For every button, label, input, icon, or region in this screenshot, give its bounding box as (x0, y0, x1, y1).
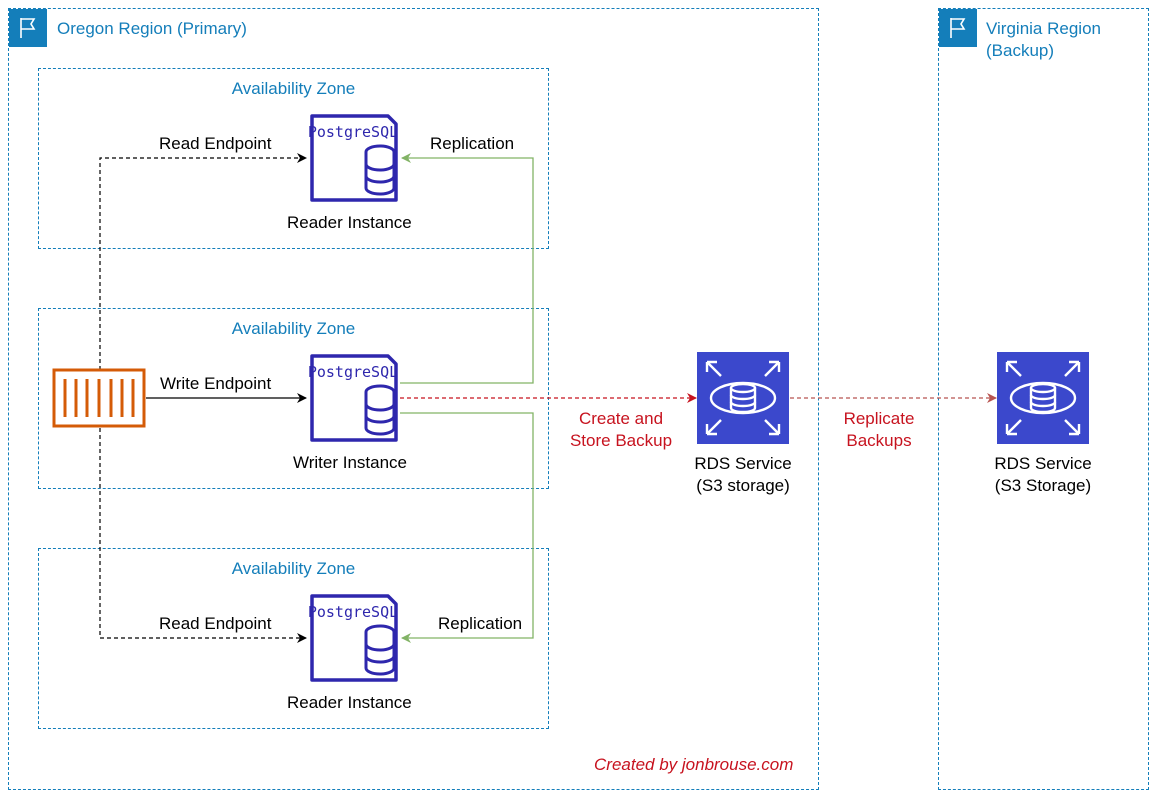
replication-connector (400, 153, 534, 384)
rds-caption: RDS Service (S3 Storage) (973, 453, 1113, 497)
edge-label: Replication (430, 134, 515, 153)
edge-label-line: Backups (846, 431, 912, 450)
region-title: Oregon Region (Primary) (57, 19, 247, 38)
availability-zone: Availability Zone (38, 68, 549, 249)
edge-label: Read Endpoint (159, 134, 272, 153)
region-title: Virginia Region (Backup) (986, 18, 1101, 62)
region-title-line2: (Backup) (986, 41, 1055, 60)
oregon-region: Oregon Region (Primary) (8, 8, 819, 790)
rds-caption: RDS Service (S3 storage) (673, 453, 813, 497)
instance-caption: Reader Instance (287, 213, 412, 232)
credit-text: Created by jonbrouse.com (594, 755, 794, 774)
az-title: Availability Zone (231, 79, 356, 98)
az-title: Availability Zone (231, 319, 356, 338)
availability-zone: Availability Zone (38, 548, 549, 729)
engine-label: PostgreSQL (308, 603, 398, 621)
engine-label: PostgreSQL (308, 363, 398, 381)
rds-icon (697, 352, 789, 444)
engine-label: PostgreSQL (308, 123, 398, 141)
edge-label: Create and Store Backup (556, 408, 686, 452)
flag-icon (939, 9, 977, 47)
rds-caption-line: RDS Service (694, 454, 792, 473)
edge-label-line: Store Backup (569, 431, 673, 450)
edge-label: Replication (438, 614, 523, 633)
instance-caption: Reader Instance (287, 693, 412, 712)
read-endpoint-connector (99, 428, 307, 643)
az-title: Availability Zone (231, 559, 356, 578)
edge-label-line: Create and (578, 409, 664, 428)
virginia-region: Virginia Region (Backup) (938, 8, 1149, 790)
container-icon (52, 368, 146, 428)
postgresql-icon: PostgreSQL (308, 114, 398, 202)
postgresql-icon: PostgreSQL (308, 594, 398, 682)
rds-caption-line: (S3 Storage) (994, 476, 1092, 495)
flag-icon (9, 9, 47, 47)
rds-caption-line: (S3 storage) (696, 476, 790, 495)
edge-label: Read Endpoint (159, 614, 272, 633)
region-title-line1: Virginia Region (986, 19, 1101, 38)
edge-label-line: Replicate (843, 409, 915, 428)
rds-icon (997, 352, 1089, 444)
read-endpoint-connector (99, 153, 307, 370)
edge-label: Write Endpoint (160, 374, 272, 393)
instance-caption: Writer Instance (293, 453, 408, 472)
postgresql-icon: PostgreSQL (308, 354, 398, 442)
rds-caption-line: RDS Service (994, 454, 1092, 473)
edge-label: Replicate Backups (820, 408, 938, 452)
replication-connector (400, 412, 534, 643)
